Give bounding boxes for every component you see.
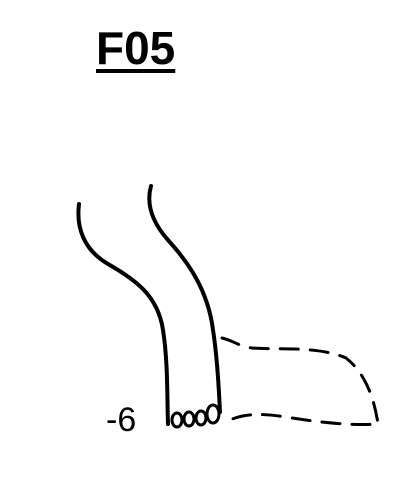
reference-label: -6 [106,401,136,439]
left-solid-curve [78,204,168,424]
dashed-outline [222,338,378,425]
right-solid-curve [149,186,220,412]
toe-loops [172,405,219,427]
